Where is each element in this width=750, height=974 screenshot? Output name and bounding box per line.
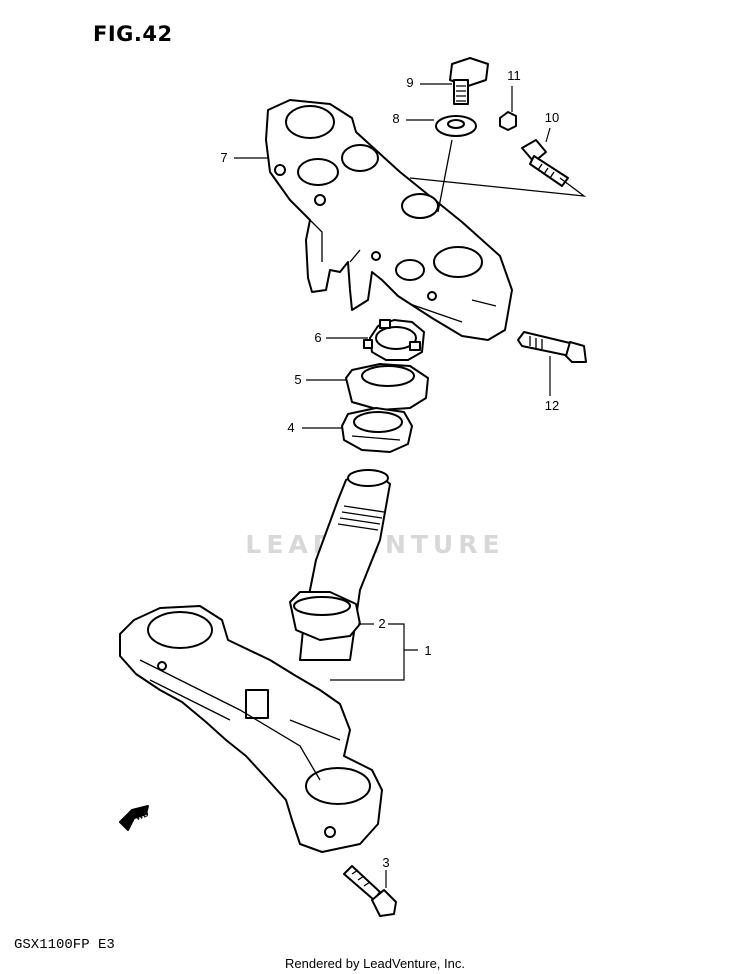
bearing-part-4 xyxy=(341,407,413,453)
callout-8[interactable]: 8 xyxy=(392,111,400,126)
locknut-part-6 xyxy=(363,319,425,361)
washer-part-8 xyxy=(435,115,477,137)
footer-credit: Rendered by LeadVenture, Inc. xyxy=(285,956,465,971)
screw-part-10 xyxy=(521,139,569,187)
callout-2[interactable]: 2 xyxy=(378,616,386,631)
bolt-part-12 xyxy=(517,331,587,363)
fwd-arrow-icon xyxy=(119,805,149,831)
callout-7[interactable]: 7 xyxy=(220,150,228,165)
callout-11[interactable]: 11 xyxy=(507,68,521,83)
callout-6[interactable]: 6 xyxy=(314,330,322,345)
callout-4[interactable]: 4 xyxy=(287,420,295,435)
steering-stem-part-1 xyxy=(289,469,391,661)
race-part-5 xyxy=(345,363,429,411)
callout-3[interactable]: 3 xyxy=(382,855,390,870)
callout-1[interactable]: 1 xyxy=(424,643,432,658)
bolt-part-9 xyxy=(449,57,489,105)
nut-part-11 xyxy=(499,111,517,131)
callout-12[interactable]: 12 xyxy=(544,398,560,413)
upper-bracket xyxy=(265,99,513,341)
lower-bracket xyxy=(119,605,383,853)
bolt-part-3 xyxy=(343,865,397,917)
callout-10[interactable]: 10 xyxy=(544,110,560,125)
model-label: GSX1100FP E3 xyxy=(14,937,115,953)
callout-5[interactable]: 5 xyxy=(294,372,302,387)
callout-9[interactable]: 9 xyxy=(406,75,414,90)
leader-lines xyxy=(234,83,551,888)
figure-title: FIG.42 xyxy=(93,22,173,46)
